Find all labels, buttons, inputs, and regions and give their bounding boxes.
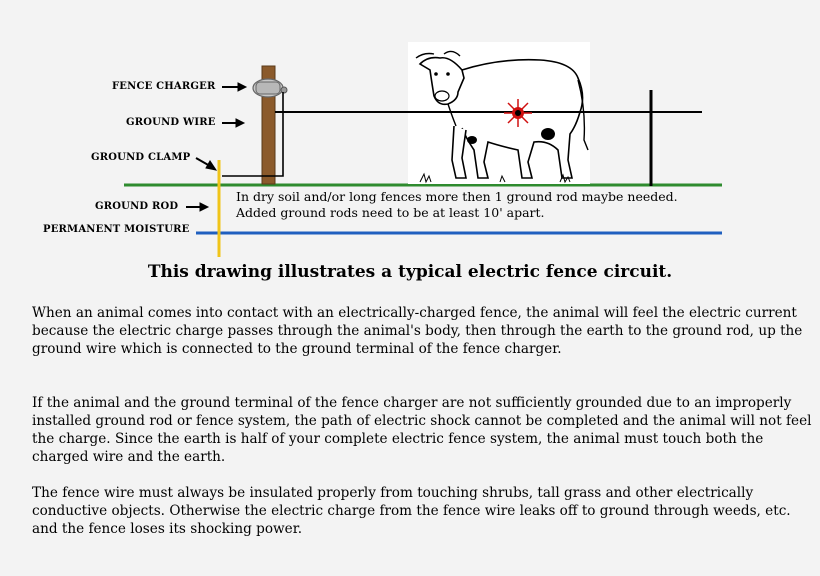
label-ground-rod: GROUND ROD — [95, 201, 179, 212]
diagram-caption: This drawing illustrates a typical elect… — [147, 262, 673, 282]
label-fence-charger: FENCE CHARGER — [112, 81, 216, 92]
note-line-1: In dry soil and/or long fences more then… — [236, 189, 678, 204]
paragraph-1: When an animal comes into contact with a… — [32, 305, 803, 357]
fence-charger-icon — [252, 78, 288, 98]
note-line-2: Added ground rods need to be at least 10… — [236, 205, 545, 220]
label-ground-wire: GROUND WIRE — [126, 117, 216, 128]
label-arrows — [186, 82, 248, 212]
label-ground-clamp: GROUND CLAMP — [91, 152, 191, 163]
paragraph-2: If the animal and the ground terminal of… — [32, 395, 812, 465]
fence-circuit-diagram — [124, 42, 722, 257]
paragraph-3: The fence wire must always be insulated … — [32, 485, 791, 537]
label-permanent-moisture: PERMANENT MOISTURE — [43, 224, 190, 235]
ground-rod-note: In dry soil and/or long fences more then… — [236, 189, 678, 221]
spark-icon — [504, 99, 532, 127]
ground-wire-line — [222, 92, 284, 177]
